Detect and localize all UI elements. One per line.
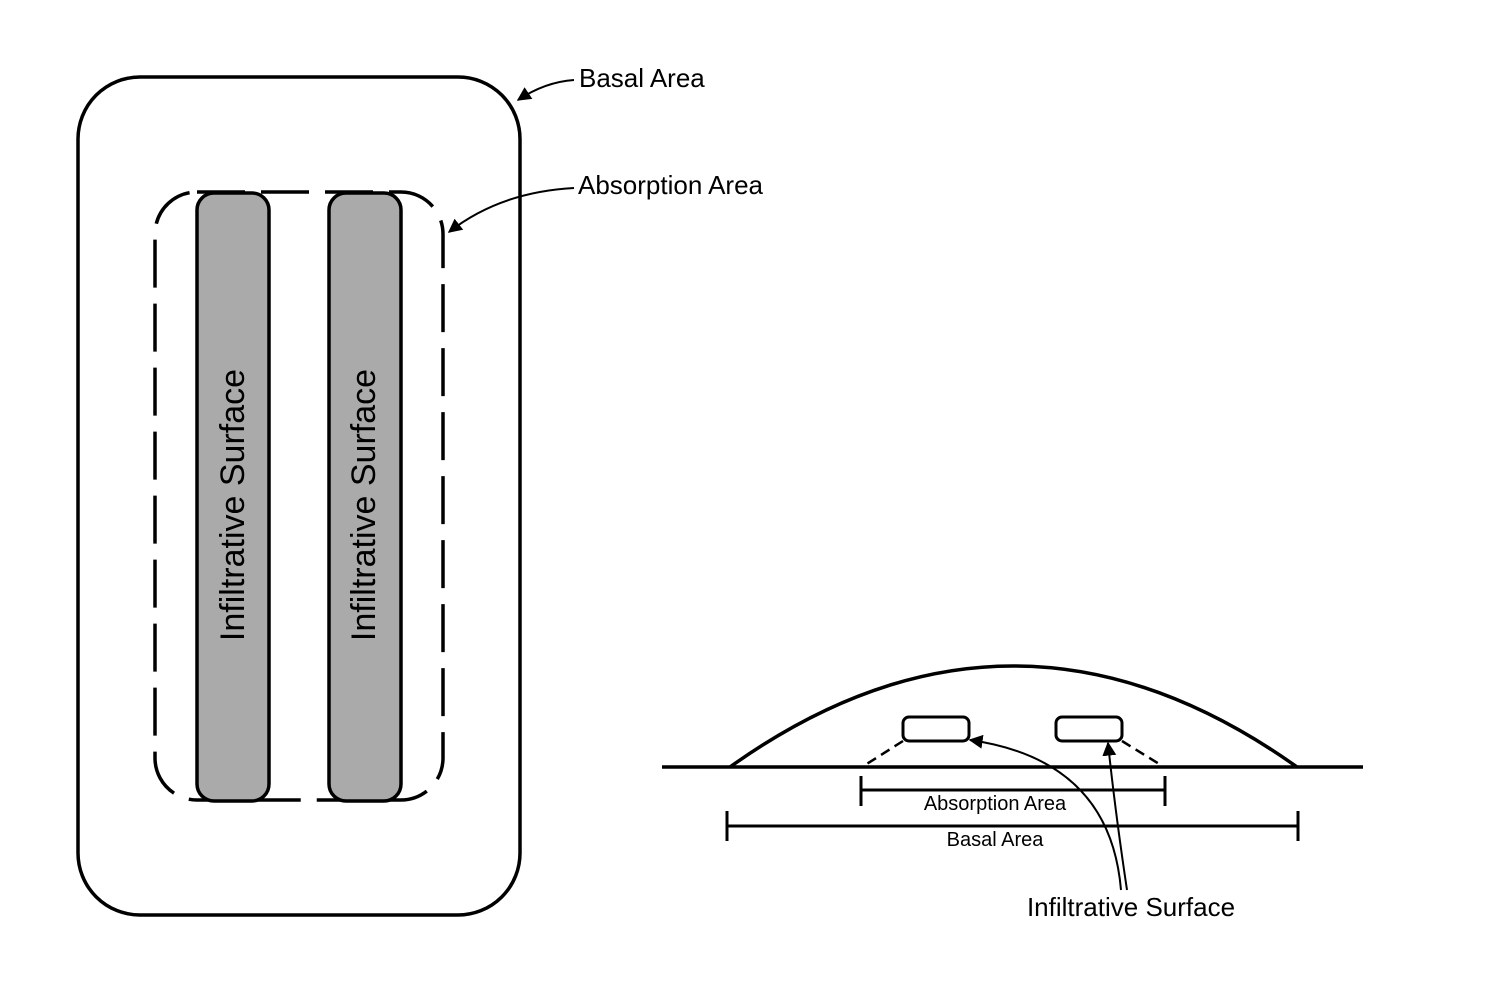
infiltrative-bed-left — [901, 715, 971, 743]
plan-basal-area-label: Basal Area — [579, 63, 705, 93]
section-basal-area-label: Basal Area — [947, 829, 1045, 851]
trench-1-label: Infiltrative Surface — [214, 369, 252, 641]
trench-2-label: Infiltrative Surface — [345, 369, 383, 641]
infiltrative-bed-right — [1054, 715, 1124, 743]
plan-view: Infiltrative Surface Infiltrative Surfac… — [76, 63, 764, 917]
basal-area-outline — [76, 75, 522, 917]
infiltrative-surface-trench-2 — [327, 191, 403, 803]
section-absorption-area-label: Absorption Area — [924, 793, 1067, 815]
section-view: Absorption Area Basal Area Infiltrative … — [662, 664, 1363, 922]
plan-absorption-area-label: Absorption Area — [578, 170, 764, 200]
absorption-spread-left — [861, 739, 904, 769]
mound-profile — [728, 664, 1299, 769]
trench-1: Infiltrative Surface — [195, 191, 271, 803]
absorption-area-outline — [153, 190, 445, 802]
basal-area-dimension — [725, 811, 1300, 841]
infiltrative-surface-trench-1 — [195, 191, 271, 803]
section-infiltrative-surface-label: Infiltrative Surface — [1027, 892, 1235, 922]
infiltrative-surface-leader-right — [1102, 741, 1128, 891]
infiltrative-surface-leader-left — [968, 734, 1122, 891]
absorption-spread-right — [1121, 739, 1165, 769]
absorption-area-leader — [447, 187, 575, 233]
trench-2: Infiltrative Surface — [327, 191, 403, 803]
basal-area-leader — [516, 79, 575, 101]
